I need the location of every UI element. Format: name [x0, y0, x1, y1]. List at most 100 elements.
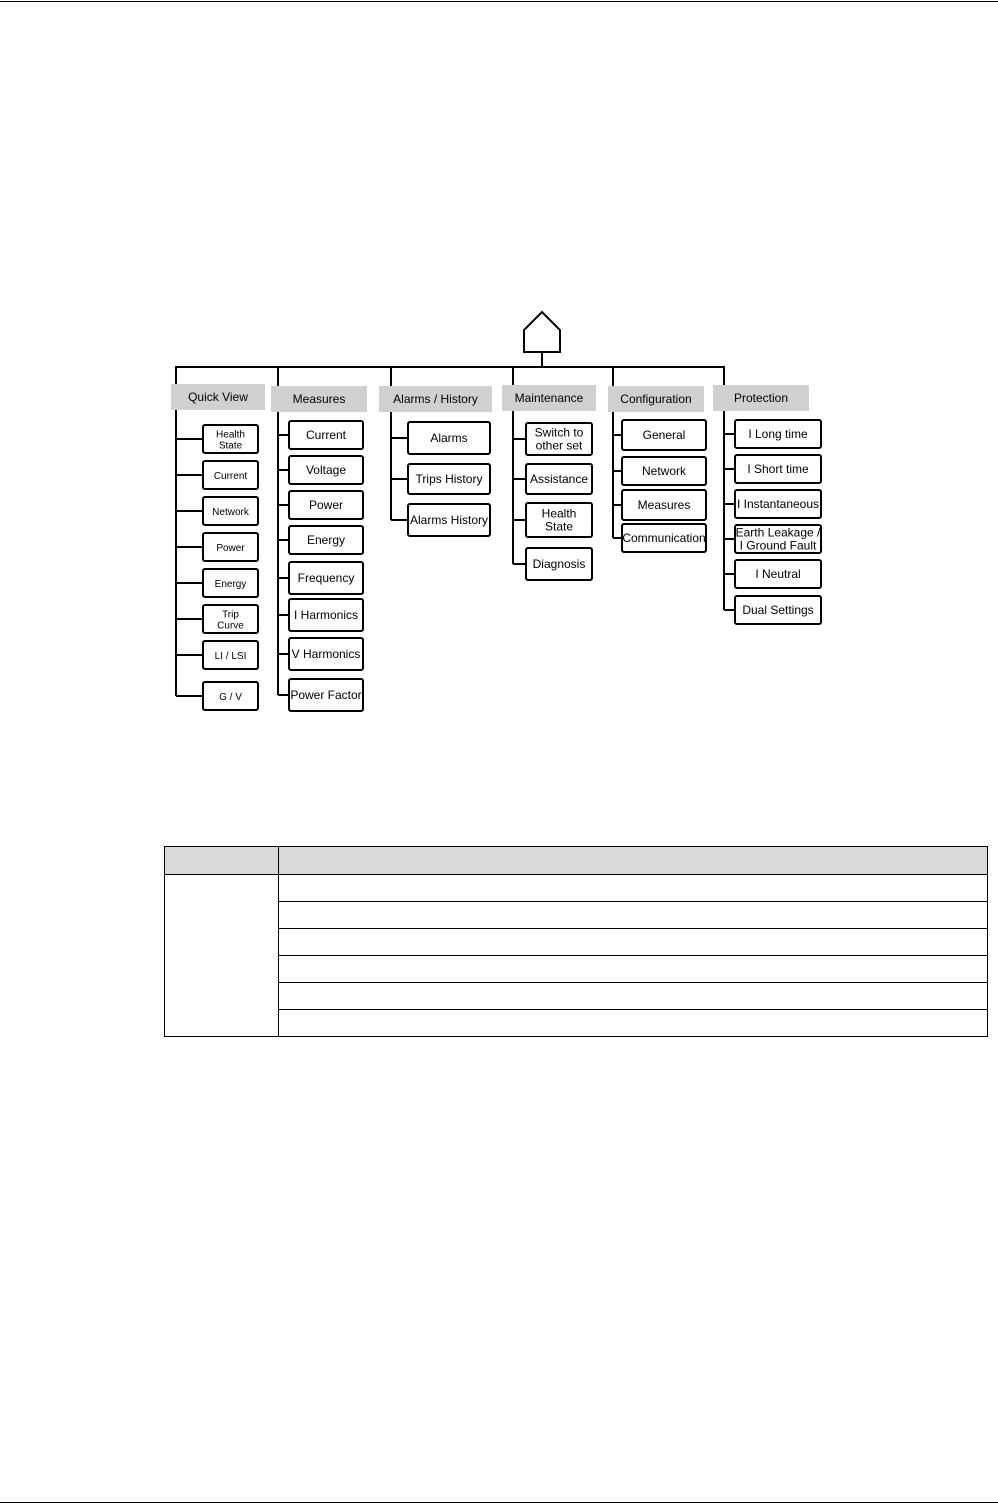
- menu-header-protection[interactable]: Protection: [713, 385, 809, 411]
- menu-item-measures-energy[interactable]: Energy: [288, 525, 364, 555]
- menu-item-maintenance-diagnosis[interactable]: Diagnosis: [525, 547, 593, 581]
- menu-header-configuration[interactable]: Configuration: [608, 386, 704, 412]
- info-table: [164, 846, 988, 1037]
- menu-item-box: [202, 568, 259, 598]
- table-row: [165, 901, 988, 929]
- menu-item-box: [734, 524, 822, 554]
- menu-item-label: Alarms History: [410, 513, 488, 527]
- menu-header-label: Measures: [293, 392, 346, 406]
- menu-item-label: Network: [642, 464, 687, 478]
- menu-item-protection-dual-settings[interactable]: Dual Settings: [734, 595, 822, 625]
- menu-item-maintenance-assistance[interactable]: Assistance: [525, 463, 593, 495]
- menu-header-alarms-history[interactable]: Alarms / History: [379, 386, 492, 412]
- menu-item-label: Trips History: [416, 472, 483, 486]
- menu-item-alarms-history-alarms[interactable]: Alarms: [407, 421, 491, 455]
- menu-item-box: [202, 424, 259, 454]
- menu-item-alarms-history-alarms-history[interactable]: Alarms History: [407, 503, 491, 537]
- menu-item-alarms-history-trips-history[interactable]: Trips History: [407, 463, 491, 495]
- menu-item-configuration-general[interactable]: General: [621, 419, 707, 451]
- menu-item-label: Power: [309, 498, 343, 512]
- menu-item-quick-view-current[interactable]: Current: [202, 460, 259, 490]
- menu-item-measures-current[interactable]: Current: [288, 420, 364, 450]
- menu-item-box: [621, 523, 707, 553]
- menu-header-quick-view[interactable]: Quick View: [171, 384, 265, 410]
- menu-item-box: [734, 419, 822, 449]
- menu-item-label: I Ground Fault: [740, 539, 817, 553]
- menu-item-box: [202, 496, 259, 526]
- menu-item-label: I Long time: [748, 427, 808, 441]
- menu-item-configuration-communication[interactable]: Communication: [621, 523, 707, 553]
- menu-item-quick-view-li-lsi[interactable]: LI / LSI: [202, 640, 259, 670]
- menu-item-box: [407, 463, 491, 495]
- menu-item-measures-frequency[interactable]: Frequency: [288, 561, 364, 595]
- menu-item-measures-i-harmonics[interactable]: I Harmonics: [288, 598, 364, 632]
- menu-item-label: Assistance: [530, 472, 588, 486]
- menu-header-maintenance[interactable]: Maintenance: [502, 385, 596, 411]
- menu-item-box: [734, 595, 822, 625]
- menu-header-box: [713, 385, 809, 411]
- menu-item-configuration-measures[interactable]: Measures: [621, 489, 707, 521]
- menu-item-label: G / V: [219, 692, 242, 703]
- menu-item-box: [202, 681, 259, 711]
- menu-item-label: Power: [216, 543, 245, 554]
- menu-item-box: [288, 678, 364, 712]
- top-rule: [0, 1, 998, 2]
- table-cell: [278, 901, 988, 929]
- menu-item-label: Measures: [638, 498, 691, 512]
- menu-item-box: [734, 454, 822, 484]
- menu-item-label: Network: [212, 507, 250, 518]
- menu-item-box: [621, 489, 707, 521]
- menu-item-measures-v-harmonics[interactable]: V Harmonics: [288, 637, 364, 671]
- menu-item-label: I Harmonics: [294, 608, 358, 622]
- menu-header-label: Maintenance: [515, 391, 584, 405]
- menu-item-box: [288, 561, 364, 595]
- menu-header-label: Protection: [734, 391, 788, 405]
- menu-header-box: [379, 386, 492, 412]
- menu-item-protection-i-short-time[interactable]: I Short time: [734, 454, 822, 484]
- menu-item-box: [288, 598, 364, 632]
- menu-header-label: Quick View: [188, 390, 248, 404]
- table-cell: [278, 928, 988, 956]
- menu-item-protection-i-instantaneous[interactable]: I Instantaneous: [734, 489, 822, 519]
- menu-item-label: Current: [214, 471, 248, 482]
- menu-item-protection-i-neutral[interactable]: I Neutral: [734, 559, 822, 589]
- table-cell: [278, 955, 988, 983]
- menu-item-configuration-network[interactable]: Network: [621, 456, 707, 486]
- menu-item-quick-view-power[interactable]: Power: [202, 532, 259, 562]
- table-header-cell: [278, 846, 988, 875]
- menu-item-label: I Short time: [747, 462, 809, 476]
- menu-header-box: [502, 385, 596, 411]
- menu-item-protection-i-long-time[interactable]: I Long time: [734, 419, 822, 449]
- menu-item-measures-power-factor[interactable]: Power Factor: [288, 678, 364, 712]
- menu-item-label: Alarms: [430, 431, 467, 445]
- menu-header-label: Alarms / History: [393, 392, 478, 406]
- table-cell: [278, 874, 988, 902]
- menu-header-label: Configuration: [620, 392, 691, 406]
- menu-item-quick-view-g-v[interactable]: G / V: [202, 681, 259, 711]
- menu-header-measures[interactable]: Measures: [271, 386, 367, 412]
- menu-item-label: Curve: [217, 621, 244, 632]
- menu-item-label: other set: [536, 439, 583, 453]
- menu-item-label: Diagnosis: [533, 557, 586, 571]
- menu-item-quick-view-network[interactable]: Network: [202, 496, 259, 526]
- menu-item-measures-power[interactable]: Power: [288, 490, 364, 520]
- menu-item-box: [525, 502, 593, 538]
- menu-header-box: [608, 386, 704, 412]
- menu-item-label: State: [219, 441, 243, 452]
- menu-item-quick-view-energy[interactable]: Energy: [202, 568, 259, 598]
- menu-item-box: [621, 419, 707, 451]
- menu-item-label: V Harmonics: [292, 647, 361, 661]
- menu-item-label: Dual Settings: [742, 603, 813, 617]
- menu-item-label: Energy: [215, 579, 247, 590]
- menu-item-box: [525, 422, 593, 456]
- menu-item-label: Trip: [222, 610, 239, 621]
- menu-item-box: [734, 559, 822, 589]
- menu-item-label: Communication: [622, 531, 705, 545]
- menu-item-box: [202, 640, 259, 670]
- menu-item-protection-earth-leakage-ground-fault[interactable]: Earth Leakage /I Ground Fault: [734, 524, 822, 554]
- menu-item-measures-voltage[interactable]: Voltage: [288, 455, 364, 485]
